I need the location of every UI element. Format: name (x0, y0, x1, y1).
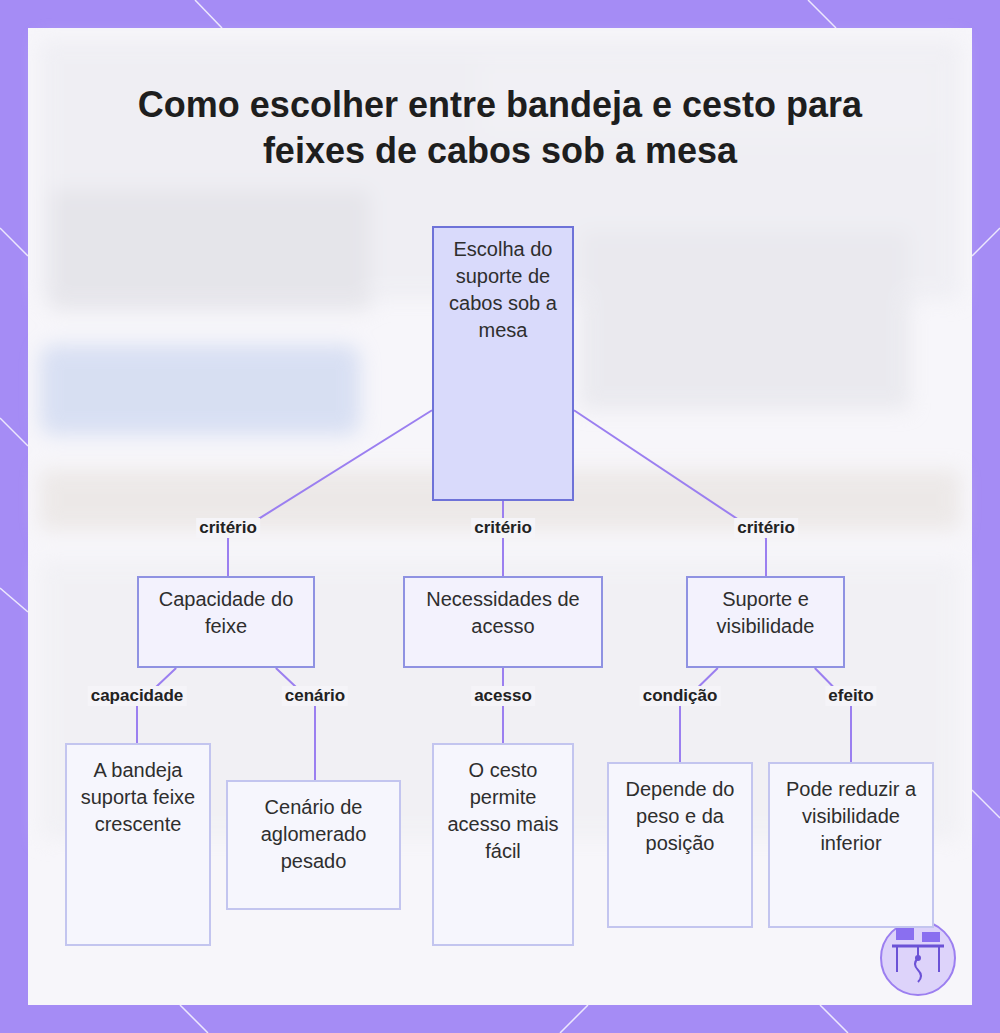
node-text: A bandeja suporta feixe crescente (77, 757, 199, 838)
node-text: Necessidades de acesso (415, 586, 591, 640)
node-text: Depende do peso e da posição (619, 776, 741, 857)
inner-panel (28, 28, 972, 1005)
edge-label: cenário (282, 686, 348, 706)
detail-box: O cesto permite acesso mais fácil (432, 743, 574, 946)
edge-label: acesso (471, 686, 535, 706)
criterion-box: Necessidades de acesso (403, 576, 603, 668)
node-text: Suporte e visibilidade (698, 586, 833, 640)
desk-icon (881, 921, 955, 995)
node-text: Pode reduzir a visibilidade inferior (780, 776, 922, 857)
detail-box: Pode reduzir a visibilidade inferior (768, 762, 934, 928)
blurred-photo (40, 40, 960, 840)
edge-label: critério (734, 518, 798, 538)
detail-box: Depende do peso e da posição (607, 762, 753, 928)
connector-line (502, 501, 504, 576)
detail-box: Cenário de aglomerado pesado (226, 780, 401, 910)
edge-label: condição (640, 686, 721, 706)
diagram-title: Como escolher entre bandeja e cesto para… (130, 82, 870, 174)
edge-label: critério (471, 518, 535, 538)
node-text: Escolha do suporte de cabos sob a mesa (444, 236, 562, 344)
edge-label: efeito (825, 686, 876, 706)
connector-line (276, 668, 315, 780)
edge-label: critério (196, 518, 260, 538)
node-text: Cenário de aglomerado pesado (238, 794, 389, 875)
connector-line (574, 410, 766, 576)
connector-line (680, 668, 718, 762)
detail-box: A bandeja suporta feixe crescente (65, 743, 211, 946)
criterion-box: Capacidade do feixe (137, 576, 315, 668)
connector-line (815, 668, 851, 762)
criterion-box: Suporte e visibilidade (686, 576, 845, 668)
connector-line (228, 410, 432, 576)
node-text: O cesto permite acesso mais fácil (444, 757, 562, 865)
edge-label: capacidade (88, 686, 187, 706)
root-box: Escolha do suporte de cabos sob a mesa (432, 226, 574, 501)
node-text: Capacidade do feixe (149, 586, 303, 640)
